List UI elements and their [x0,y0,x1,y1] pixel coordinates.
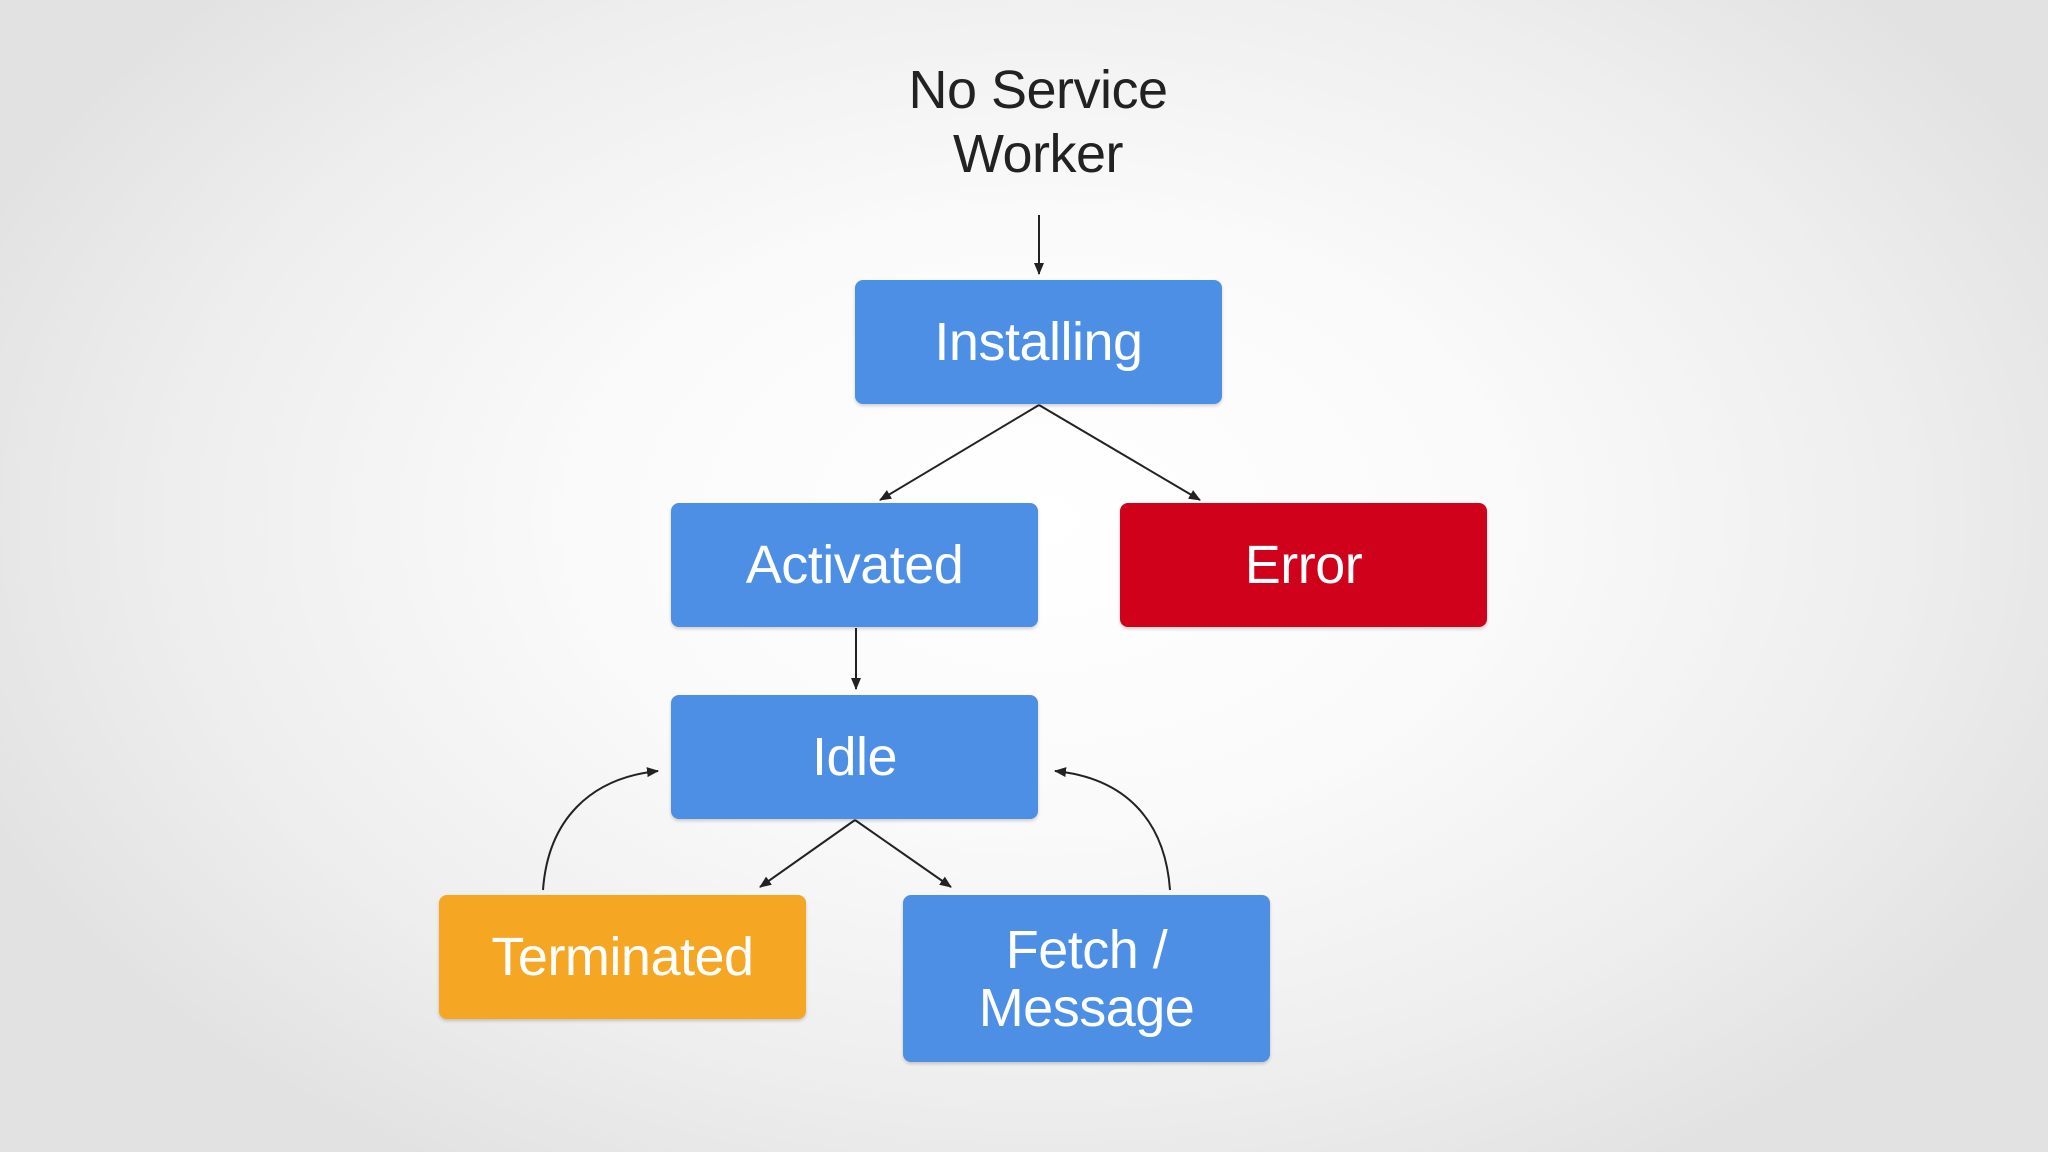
state-error-label: Error [1244,535,1363,595]
state-fetch-label-line-1: Fetch / [1005,919,1168,980]
edge-installing-to-error [1038,404,1201,501]
edge-fetch-to-idle [1054,767,1171,891]
edge-idle-to-fetch [854,819,952,888]
edge-idle-to-terminated [759,819,856,888]
state-terminated-label: Terminated [491,927,754,987]
state-installing: Installing [855,280,1222,404]
state-activated: Activated [671,503,1038,627]
state-idle: Idle [671,695,1038,819]
state-fetch-message: Fetch / Message [903,895,1270,1062]
start-state-label: No Service Worker [838,58,1238,186]
state-idle-label: Idle [811,727,898,787]
state-installing-label: Installing [934,312,1143,372]
state-fetch-label-line-2: Message [978,977,1195,1038]
edge-installing-to-activated [879,404,1040,501]
start-label-line-1: No Service [908,60,1168,120]
state-terminated: Terminated [439,895,806,1019]
state-error: Error [1120,503,1487,627]
edge-terminated-to-idle [542,767,659,891]
state-activated-label: Activated [745,535,964,595]
start-label-line-2: Worker [952,124,1124,184]
